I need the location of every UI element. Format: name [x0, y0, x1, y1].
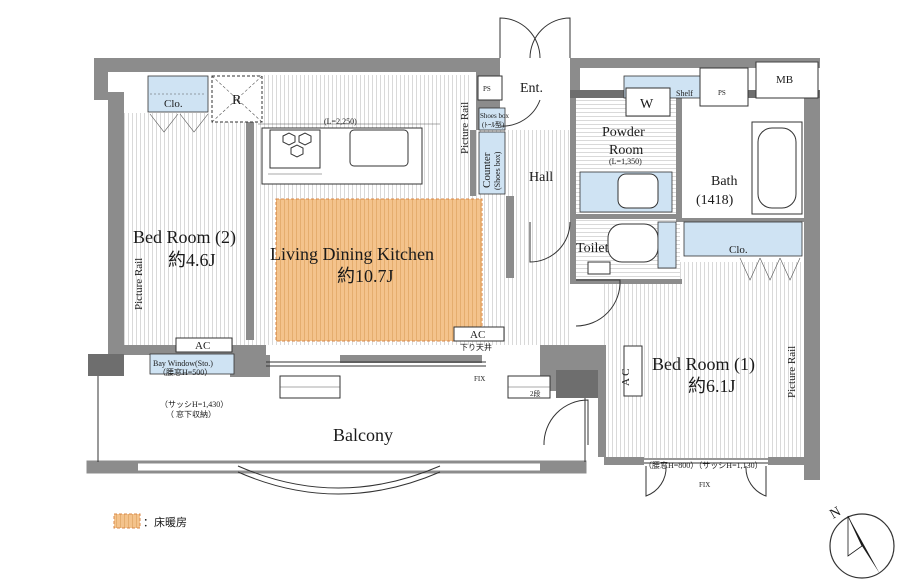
mb-label: MB: [776, 74, 793, 86]
legend-swatch: [113, 513, 141, 529]
toilet-label: Toilet: [576, 241, 609, 256]
fix-label-2: FIX: [699, 481, 710, 489]
picture-rail-bed1: Picture Rail: [786, 346, 798, 398]
refrigerator-label: R: [232, 93, 242, 108]
legend: ：床暖房: [113, 513, 187, 529]
bed2-floor: [124, 113, 252, 345]
counter-label: Counter: [481, 152, 493, 188]
powder-line1: Powder: [602, 125, 645, 140]
kitchen-length-label: (L=2,250): [324, 117, 357, 126]
fixtures: [147, 17, 819, 497]
bed2-size: 約4.6J: [168, 250, 216, 270]
bed2-ac-label: AC: [195, 340, 210, 352]
powder-note: (L=1,350): [609, 157, 642, 166]
shoes-box-label: Shoes box: [480, 112, 509, 120]
entrance-label: Ent.: [520, 81, 543, 96]
bed2-name: Bed Room (2): [133, 227, 236, 248]
ldk-name: Living Dining Kitchen: [270, 244, 434, 264]
balcony-label: Balcony: [333, 425, 393, 445]
ldk-size: 約10.7J: [337, 266, 394, 286]
clo-right-label: Clo.: [729, 244, 748, 256]
picture-rail-ldk: Picture Rail: [459, 102, 471, 154]
bay-window-label: Bay Window(Sto.): [153, 359, 213, 368]
sash-sub: （ 窓下収納）: [166, 409, 216, 419]
bed1-size: 約6.1J: [688, 376, 736, 396]
bay-window-sub: （腰窓H=500）: [158, 367, 212, 377]
north-label: N: [827, 504, 843, 522]
bed1-window-label: （腰窓H=800）（サッシH=1,130）: [644, 460, 763, 470]
sash-label: （サッシH=1,430）: [160, 400, 228, 409]
bath-line2: (1418): [696, 193, 734, 208]
powder-line2: Room: [609, 143, 643, 158]
north-arrow: N: [827, 504, 895, 579]
ps-label-1: PS: [483, 85, 491, 93]
shelf-label: Shelf: [676, 89, 693, 98]
clo-left-label: Clo.: [164, 98, 183, 110]
hall-label: Hall: [529, 170, 553, 185]
balcony-outline: [97, 376, 586, 495]
ps-label-2: PS: [718, 89, 726, 97]
north-arrow-circle: [829, 513, 895, 579]
bath-line1: Bath: [711, 174, 737, 189]
shoes-box-sub: (ﾄｰﾙ型): [482, 120, 505, 129]
sagari-label: 下り天井: [460, 342, 492, 352]
fixture-labels: Clo. Clo. R (L=2,250) Picture Rail Pictu…: [133, 74, 798, 489]
ldk-ac-label: AC: [470, 329, 485, 341]
fix-label-1: FIX: [474, 375, 485, 383]
picture-rail-bed2: Picture Rail: [133, 258, 145, 310]
bed1-name: Bed Room (1): [652, 354, 755, 375]
counter-sub: (Shoes box): [493, 151, 502, 190]
legend-text: ：床暖房: [143, 515, 187, 529]
bed1-ac-label: A C: [620, 369, 632, 386]
floor-heating-area: [275, 198, 483, 342]
north-arrow-needle: [848, 516, 880, 574]
step-label: 2段: [530, 389, 541, 398]
washer-label: W: [640, 97, 654, 112]
room-labels: Bed Room (2) 約4.6J Living Dining Kitchen…: [133, 81, 755, 445]
